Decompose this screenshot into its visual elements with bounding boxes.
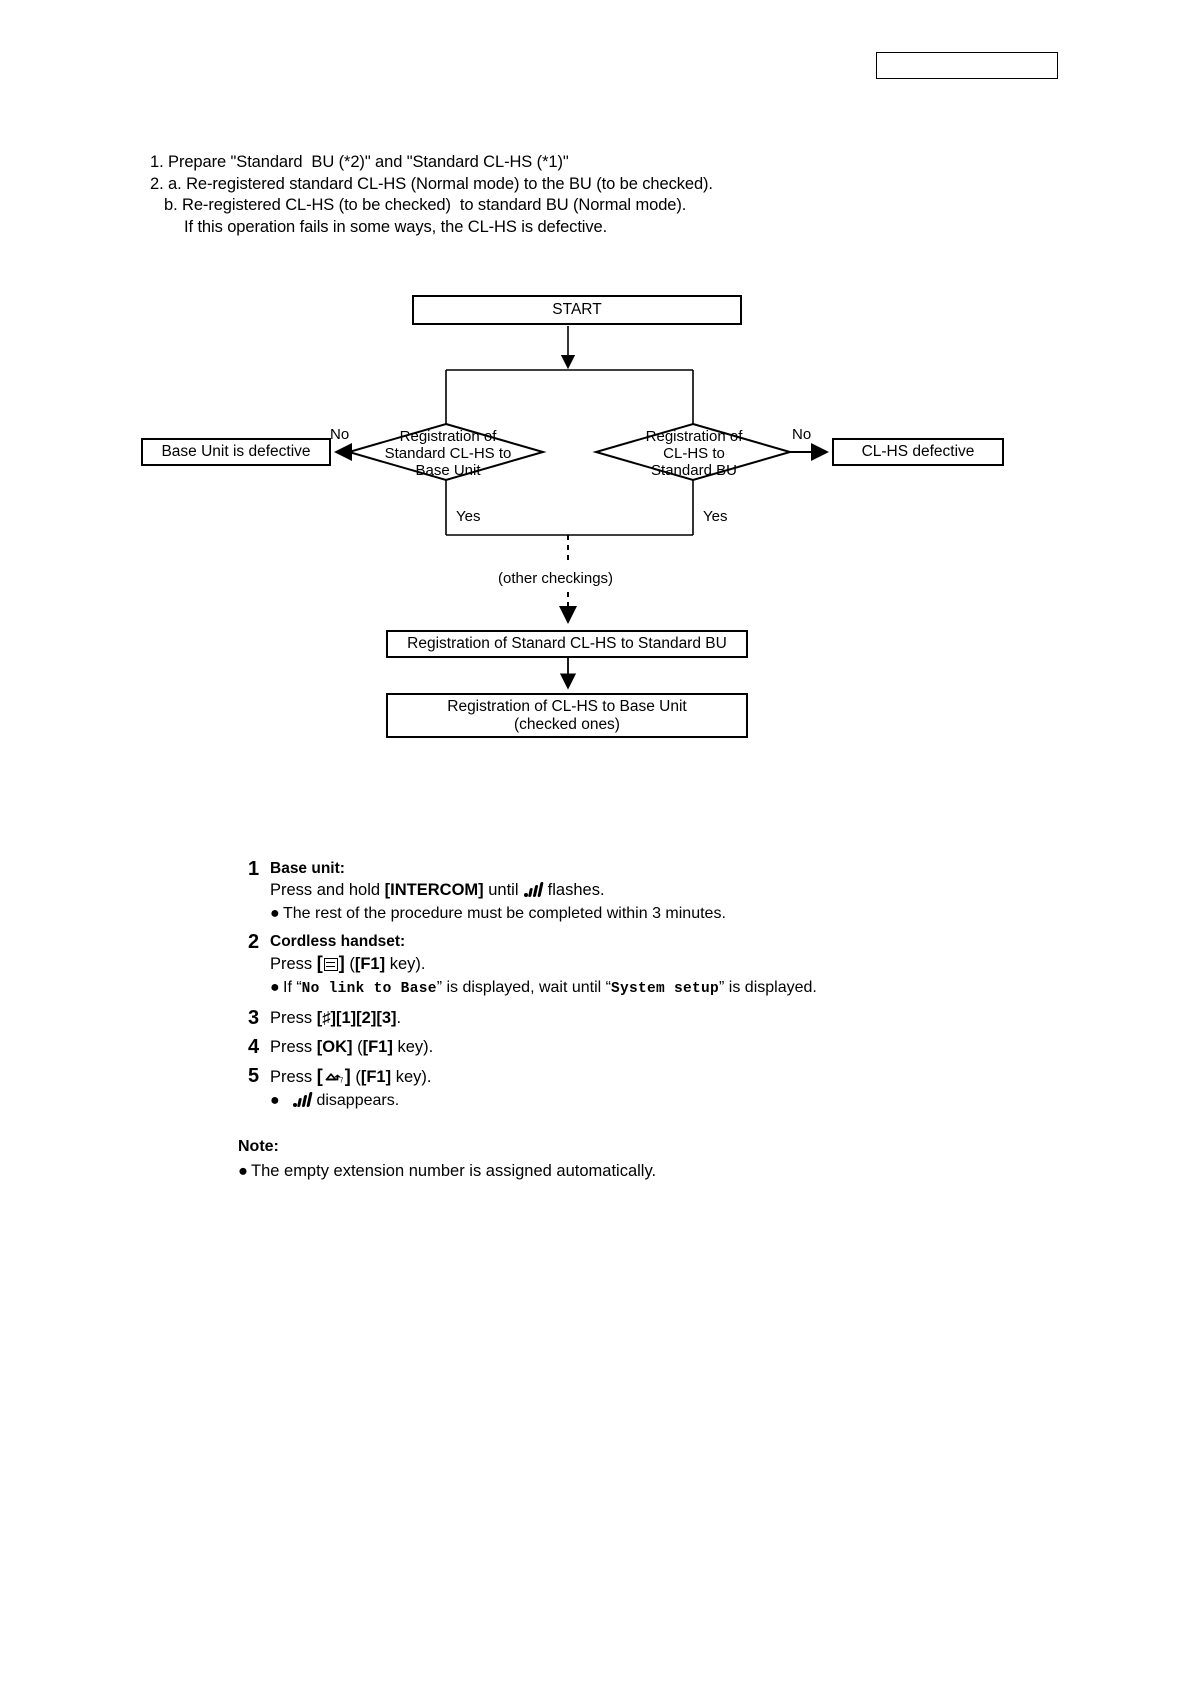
flow-node-final-registration: Registration of CL-HS to Base Unit (chec… — [386, 693, 748, 738]
step-1-subnote: ●The rest of the procedure must be compl… — [270, 902, 1008, 925]
ok-key-label: [OK] — [316, 1038, 353, 1056]
bullet-icon: ● — [270, 1092, 280, 1109]
intro-line-3: b. Re-registered CL-HS (to be checked) t… — [164, 196, 687, 214]
step-2-post: key). — [385, 955, 426, 973]
flow-node-start: START — [412, 295, 742, 325]
step-5-instruction: Press [7] ([F1] key). — [270, 1065, 1008, 1089]
menu-icon — [323, 958, 338, 971]
svg-text:7: 7 — [339, 1078, 343, 1085]
step-2-pre: Press — [270, 955, 317, 973]
f1-key-label-5: [F1] — [360, 1068, 392, 1086]
step-1-subnote-text: The rest of the procedure must be comple… — [283, 905, 726, 922]
procedure-step-4: 4 Press [OK] ([F1] key). — [248, 1036, 1008, 1059]
flow-node-standard-registration: Registration of Stanard CL-HS to Standar… — [386, 630, 748, 658]
step-1-post: flashes. — [543, 881, 605, 899]
note-item-text: The empty extension number is assigned a… — [251, 1162, 657, 1180]
procedure-step-3: 3 Press [♯][1][2][3]. — [248, 1007, 1008, 1030]
step-1-number: 1 — [248, 858, 260, 880]
step-4-mid: ( — [352, 1038, 363, 1056]
step-5-bracket-close: ] — [344, 1066, 351, 1086]
flow-node-start-label: START — [552, 301, 602, 318]
flow-node-clhs-defective: CL-HS defective — [832, 438, 1004, 466]
note-heading: Note: — [238, 1138, 279, 1155]
flow-node-clhs-defective-label: CL-HS defective — [861, 443, 975, 460]
step-2-subnote: ●If “No link to Base” is displayed, wait… — [270, 976, 1008, 1001]
header-page-box — [876, 52, 1058, 79]
f1-key-label-4: [F1] — [362, 1038, 393, 1056]
step-3-post: . — [396, 1009, 402, 1027]
flow-edge-label-yes-right: Yes — [703, 508, 728, 525]
step-2-sub-mid: ” is displayed, wait until “ — [436, 979, 611, 996]
flow-node-final-line2: (checked ones) — [514, 715, 620, 733]
bullet-icon: ● — [238, 1162, 248, 1180]
step-1-pre: Press and hold — [270, 881, 385, 899]
step-2-number: 2 — [248, 931, 260, 953]
step-5-subnote-text: disappears. — [312, 1092, 400, 1109]
step-3-pre: Press — [270, 1009, 317, 1027]
flow-node-base-unit-defective: Base Unit is defective — [141, 438, 331, 466]
bullet-icon: ● — [270, 905, 280, 922]
step-5-bracket-open: [ — [316, 1066, 323, 1086]
note-item: ●The empty extension number is assigned … — [238, 1159, 998, 1183]
step-4-instruction: Press [OK] ([F1] key). — [270, 1036, 1008, 1059]
flow-decision-left-label: Registration of Standard CL-HS to Base U… — [384, 428, 512, 479]
step-2-title: Cordless handset: — [270, 933, 406, 950]
intro-instructions: 1. Prepare "Standard BU (*2)" and "Stand… — [150, 152, 950, 238]
intro-line-2: 2. a. Re-registered standard CL-HS (Norm… — [150, 174, 713, 193]
step-3-number: 3 — [248, 1007, 260, 1029]
step-1-title: Base unit: — [270, 860, 345, 877]
flow-node-standard-registration-label: Registration of Stanard CL-HS to Standar… — [407, 635, 727, 652]
step-4-number: 4 — [248, 1036, 260, 1058]
intro-line-1: 1. Prepare "Standard BU (*2)" and "Stand… — [150, 153, 569, 171]
display-text-system-setup: System setup — [611, 981, 720, 997]
step-1-mid: until — [483, 881, 524, 899]
signal-icon — [293, 1092, 313, 1107]
step-5-number: 5 — [248, 1065, 260, 1087]
step-3-instruction: Press [♯][1][2][3]. — [270, 1007, 1008, 1030]
step-2-sub-pre: If “ — [283, 979, 302, 996]
f1-key-label-2: [F1] — [354, 955, 386, 973]
step-5-mid: ( — [350, 1068, 361, 1086]
intro-line-4: If this operation fails in some ways, th… — [184, 217, 608, 236]
flow-node-final-registration-text: Registration of CL-HS to Base Unit (chec… — [447, 698, 687, 734]
step-1-instruction: Press and hold [INTERCOM] until flashes. — [270, 879, 1008, 902]
procedure-steps: 1 Base unit: Press and hold [INTERCOM] u… — [248, 858, 1008, 1118]
procedure-step-5: 5 Press [7] ([F1] key). ● disappears. — [248, 1065, 1008, 1112]
step-5-subnote: ● disappears. — [270, 1089, 1008, 1112]
step-2-bracket-close: ] — [338, 953, 345, 973]
flow-edge-label-no-right: No — [792, 426, 812, 443]
flow-node-final-line1: Registration of CL-HS to Base Unit — [447, 697, 687, 715]
step-5-post: key). — [391, 1068, 432, 1086]
step-2-instruction: Press [] ([F1] key). — [270, 952, 1008, 976]
step-2-sub-post: ” is displayed. — [719, 979, 817, 996]
step-2-mid: ( — [344, 955, 355, 973]
keypad-sequence-label: [♯][1][2][3] — [316, 1009, 397, 1027]
flow-node-base-unit-defective-label: Base Unit is defective — [161, 443, 311, 460]
step-4-post: key). — [392, 1038, 434, 1056]
note-section: Note: ●The empty extension number is ass… — [238, 1135, 998, 1183]
display-text-no-link: No link to Base — [301, 981, 437, 997]
flow-edge-label-yes-left: Yes — [456, 508, 481, 525]
flow-edge-label-other-checkings: (other checkings) — [498, 570, 614, 587]
step-5-pre: Press — [270, 1068, 317, 1086]
signal-icon — [524, 882, 544, 897]
step-2-bracket-open: [ — [316, 953, 323, 973]
bullet-icon: ● — [270, 979, 280, 996]
off-hook-icon: 7 — [324, 1068, 344, 1085]
flow-edge-label-no-left: No — [330, 426, 350, 443]
procedure-step-1: 1 Base unit: Press and hold [INTERCOM] u… — [248, 858, 1008, 925]
step-4-pre: Press — [270, 1038, 317, 1056]
procedure-step-2: 2 Cordless handset: Press [] ([F1] key).… — [248, 931, 1008, 1001]
intercom-key-label: [INTERCOM] — [384, 881, 484, 899]
flow-decision-right-label: Registration of CL-HS to Standard BU — [645, 428, 743, 479]
